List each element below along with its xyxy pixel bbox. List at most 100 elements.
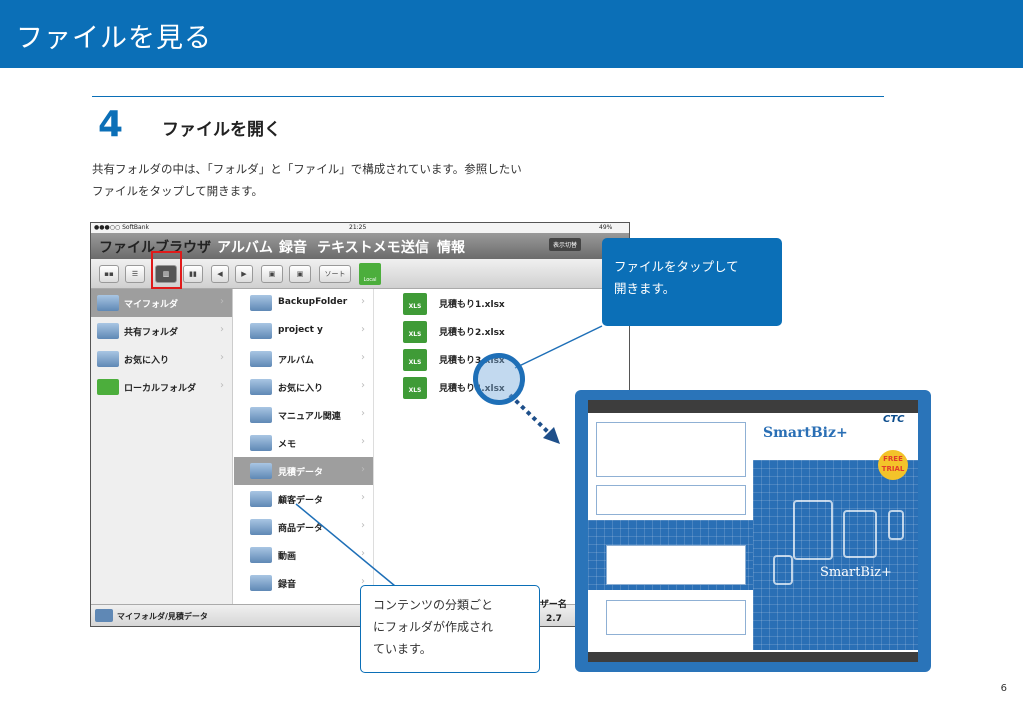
- add-folder-icon[interactable]: ▣: [261, 265, 283, 283]
- excel-file-icon: XLS: [403, 321, 427, 343]
- row-label: アルバム: [278, 356, 314, 366]
- row-estimate-data[interactable]: 見積データ ›: [234, 457, 373, 485]
- carrier: ●●●○○ SoftBank: [94, 224, 149, 231]
- row-label: 商品データ: [278, 524, 324, 534]
- tablet-outline-icon: [843, 510, 877, 558]
- forward-icon[interactable]: ▶: [235, 265, 253, 283]
- row-my-folder[interactable]: マイフォルダ›: [91, 289, 232, 317]
- view-cover-icon[interactable]: ▮▮: [183, 265, 203, 283]
- menu-album[interactable]: アルバム: [217, 240, 273, 256]
- chevron-right-icon: ›: [361, 576, 365, 587]
- battery: 49%: [599, 224, 613, 231]
- menu-info[interactable]: 情報: [437, 240, 465, 256]
- row-local-folder[interactable]: ローカルフォルダ ›: [91, 373, 232, 401]
- row-backup[interactable]: BackupFolder›: [234, 289, 373, 317]
- excel-file-icon: XLS: [403, 349, 427, 371]
- chevron-right-icon: ›: [361, 548, 365, 559]
- phone-outline-icon: [888, 510, 904, 540]
- row-favorites[interactable]: お気に入り ›: [91, 345, 232, 373]
- local-button[interactable]: Local: [359, 263, 381, 285]
- tap-indicator: [473, 353, 525, 405]
- ctc-logo: CTC: [883, 414, 905, 425]
- menu-file-browser[interactable]: ファイルブラウザ: [99, 240, 211, 256]
- view-icons-icon[interactable]: ▪▪: [99, 265, 119, 283]
- row-product-data[interactable]: 商品データ ›: [234, 513, 373, 541]
- display-switch-button[interactable]: 表示切替: [549, 238, 582, 251]
- clock: 21:25: [349, 224, 367, 231]
- row-video[interactable]: 動画 ›: [234, 541, 373, 569]
- view-columns-highlight: [151, 251, 182, 289]
- folder-icon: [97, 323, 119, 339]
- chevron-right-icon: ›: [361, 464, 365, 475]
- sort-button[interactable]: ソート: [319, 265, 351, 283]
- view-list-icon[interactable]: ☰: [125, 265, 145, 283]
- folder-icon: [250, 351, 272, 367]
- tablet-outline-icon: [793, 500, 833, 560]
- row-favorites-sub[interactable]: お気に入り ›: [234, 373, 373, 401]
- chevron-right-icon: ›: [361, 492, 365, 503]
- file-preview: CTC SmartBiz+ SmartBiz+ FREE TRIAL: [575, 390, 931, 672]
- row-recording[interactable]: 録音 ›: [234, 569, 373, 597]
- local-folder-icon: [97, 379, 119, 395]
- row-label: BackupFolder: [278, 297, 348, 307]
- row-label: 共有フォルダ: [124, 328, 179, 338]
- page-header: ファイルを見る: [0, 0, 1023, 68]
- row-manual[interactable]: マニュアル関連 ›: [234, 401, 373, 429]
- row-label: お気に入り: [278, 384, 324, 394]
- step-description: 共有フォルダの中は、「フォルダ」と「ファイル」で構成されています。参照したい フ…: [92, 158, 692, 202]
- chevron-right-icon: ›: [220, 380, 224, 391]
- preview-table: [606, 545, 746, 585]
- folder-icon: [250, 435, 272, 451]
- row-album[interactable]: アルバム›: [234, 345, 373, 373]
- folder-icon: [250, 491, 272, 507]
- view-columns-icon[interactable]: ▥: [155, 265, 177, 283]
- chevron-right-icon: ›: [361, 408, 365, 419]
- row-shared-folder[interactable]: 共有フォルダ›: [91, 317, 232, 345]
- excel-file-icon: XLS: [403, 377, 427, 399]
- folder-icon: [97, 295, 119, 311]
- version-label: 2.7: [546, 614, 562, 624]
- file-label: 見積もり1.xlsx: [439, 300, 505, 310]
- row-label: マイフォルダ: [124, 300, 179, 310]
- file-estimate-1[interactable]: XLS 見積もり1.xlsx: [375, 289, 511, 317]
- row-label: 見積データ: [278, 468, 324, 478]
- preview-page: CTC SmartBiz+ SmartBiz+ FREE TRIAL: [588, 400, 918, 662]
- chevron-right-icon: ›: [361, 520, 365, 531]
- status-bar: ●●●○○ SoftBank 21:25 49%: [91, 223, 629, 233]
- row-label: ローカルフォルダ: [124, 384, 197, 394]
- chevron-right-icon: ›: [361, 380, 365, 391]
- row-label: project y: [278, 325, 323, 335]
- section-rule: [92, 96, 884, 97]
- folder-icon: [95, 609, 113, 622]
- user-info: ユーザー名 2.7: [522, 598, 567, 626]
- folder-icon: [250, 575, 272, 591]
- row-project[interactable]: project y ›: [234, 317, 373, 345]
- callout-line: ています。: [373, 642, 432, 656]
- phone-outline-icon: [773, 555, 793, 585]
- folder-icon: [250, 323, 272, 339]
- row-label: マニュアル関連: [278, 412, 341, 422]
- back-icon[interactable]: ◀: [211, 265, 229, 283]
- menu-send[interactable]: 送信: [401, 240, 429, 256]
- delete-icon[interactable]: ▣: [289, 265, 311, 283]
- row-memo[interactable]: メモ›: [234, 429, 373, 457]
- row-label: 動画: [278, 552, 297, 562]
- chevron-right-icon: ›: [220, 352, 224, 363]
- excel-file-icon: XLS: [403, 293, 427, 315]
- row-label: お気に入り: [124, 356, 170, 366]
- star-folder-icon: [250, 379, 272, 395]
- menu-recording[interactable]: 録音: [279, 240, 307, 256]
- preview-contact-box: [606, 600, 746, 635]
- menu-text-memo[interactable]: テキストメモ: [317, 240, 401, 256]
- row-label: 録音: [278, 580, 297, 590]
- row-customer-data[interactable]: 顧客データ›: [234, 485, 373, 513]
- callout-folders: コンテンツの分類ごと にフォルダが作成され ています。: [360, 585, 540, 673]
- folder-icon: [250, 547, 272, 563]
- callout-tap-file: ファイルをタップして 開きます。: [602, 238, 782, 326]
- chevron-right-icon: ›: [361, 324, 365, 335]
